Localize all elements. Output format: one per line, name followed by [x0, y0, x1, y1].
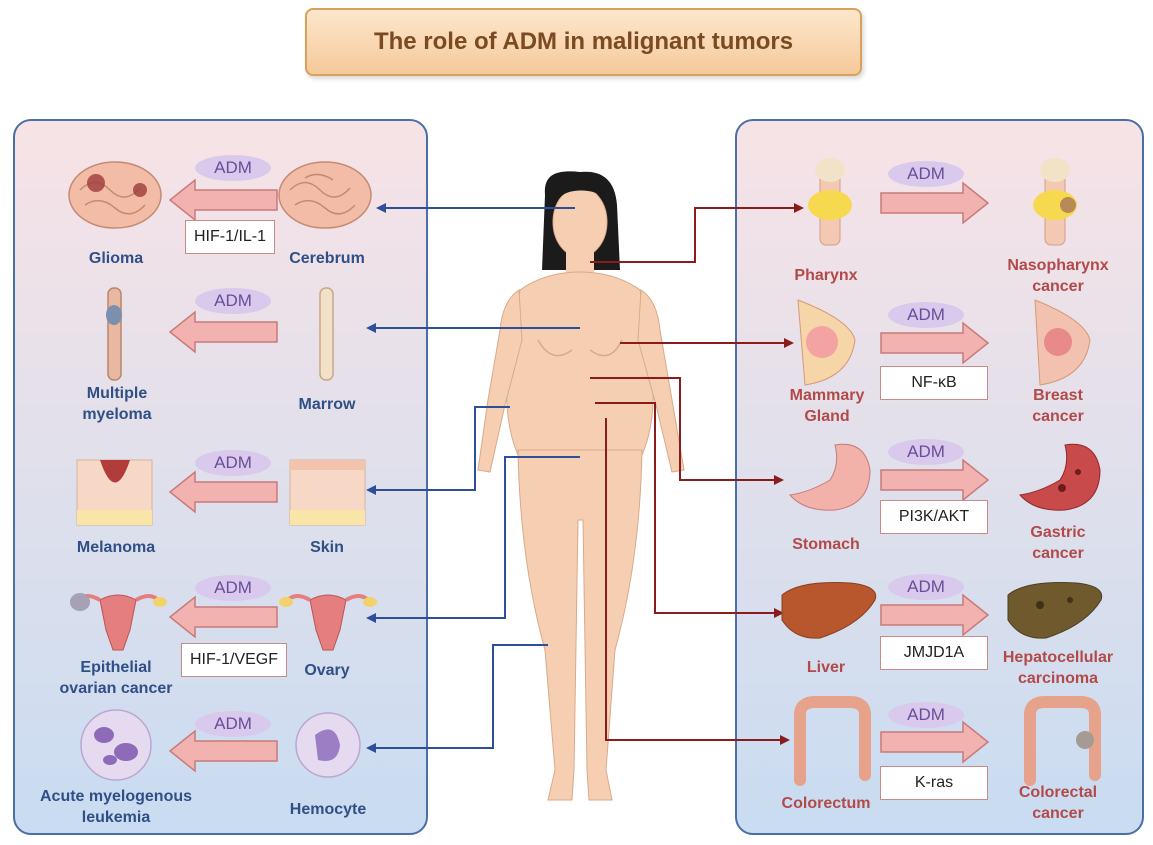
source-label-marrow: Marrow [298, 396, 356, 413]
tumor-label-colorectal-cancer: Colorectal cancer [1018, 784, 1098, 822]
adm-badge: ADM [888, 702, 964, 728]
ovarian-cancer-icon [70, 593, 167, 651]
breast-cancer-icon [1034, 299, 1091, 386]
tumor-label-gastric-cancer: Gastric cancer [1030, 524, 1086, 562]
adm-badge: ADM [888, 574, 964, 600]
brain-icon [278, 161, 372, 229]
source-label-colorectum: Colorectum [781, 795, 871, 812]
title-box: The role of ADM in malignant tumors [305, 8, 862, 76]
mammary-gland-icon [797, 299, 856, 386]
glioma-brain-icon [68, 161, 162, 229]
source-label-ovary: Ovary [304, 662, 350, 679]
source-label-liver: Liver [806, 659, 846, 676]
conversion-arrow [880, 181, 990, 225]
page-title: The role of ADM in malignant tumors [373, 28, 794, 55]
left-tumor-arrows [168, 178, 278, 773]
adm-badge: ADM [195, 155, 271, 181]
conversion-arrow [168, 310, 278, 354]
connector-colorectum [605, 418, 790, 745]
tumor-label-acute-myelogenous-leukemia: Acute myelogenous leukemia [39, 788, 193, 826]
tumor-label-epithelial-ovarian-cancer: Epithelial ovarian cancer [59, 659, 173, 697]
right-tumor-arrows [880, 181, 990, 764]
connector-ovary [366, 456, 580, 623]
connector-stomach [590, 377, 784, 485]
conversion-arrow [168, 178, 278, 222]
adm-badge: ADM [195, 450, 271, 476]
adm-badge: ADM [888, 439, 964, 465]
colorectal-cancer-icon [1024, 696, 1101, 786]
tumor-label-melanoma: Melanoma [76, 539, 156, 556]
adm-badge: ADM [888, 161, 964, 187]
adm-badge: ADM [195, 288, 271, 314]
left-connectors [366, 203, 580, 753]
source-label-hemocyte: Hemocyte [289, 801, 367, 818]
factor-box-nfkb: NF-κB [880, 366, 988, 400]
connector-hemocyte [366, 644, 548, 753]
hepatocellular-carcinoma-icon [1007, 582, 1103, 639]
bone-icon [319, 287, 334, 381]
connector-pharynx [590, 203, 804, 263]
conversion-arrow [880, 720, 990, 764]
stomach-icon [789, 443, 871, 511]
conversion-arrow [168, 595, 278, 639]
myeloma-bone-icon [106, 287, 122, 381]
blood-cell-icon [295, 712, 361, 778]
melanoma-tissue-icon [76, 459, 153, 526]
thyroid-pharynx-icon [808, 158, 852, 246]
tumor-label-hepatocellular-carcinoma: Hepatocellular carcinoma [1002, 649, 1114, 687]
source-label-skin: Skin [310, 539, 344, 556]
liver-icon [781, 582, 877, 639]
nasopharynx-cancer-icon [1033, 158, 1077, 246]
tumor-label-multiple-myeloma: Multiple myeloma [82, 385, 152, 423]
source-label-pharynx: Pharynx [794, 267, 858, 284]
tumor-label-nasopharynx-cancer: Nasopharynx cancer [1007, 257, 1109, 295]
factor-box-hif1-il1: HIF-1/IL-1 [184, 220, 276, 254]
conversion-arrow [880, 458, 990, 502]
right-connectors [590, 203, 804, 745]
human-figure [477, 171, 685, 801]
factor-box-k-ras: K-ras [880, 766, 988, 800]
tumor-label-glioma: Glioma [88, 250, 144, 267]
conversion-arrow [168, 470, 278, 514]
uterus-ovary-icon [279, 594, 377, 651]
adm-badge: ADM [888, 302, 964, 328]
colon-icon [794, 696, 871, 786]
factor-box-jmjd1a: JMJD1A [880, 636, 988, 670]
source-label-stomach: Stomach [792, 536, 860, 553]
factor-box-pi3k-akt: PI3K/AKT [880, 500, 988, 534]
connector-skin [366, 406, 510, 495]
factor-box-hif1-vegf: HIF-1/VEGF [180, 643, 288, 677]
conversion-arrow [880, 321, 990, 365]
conversion-arrow [880, 593, 990, 637]
skin-tissue-icon [289, 459, 366, 526]
leukemia-cell-icon [80, 709, 152, 781]
conversion-arrow [168, 729, 278, 773]
connector-liver [595, 402, 784, 618]
gastric-cancer-icon [1019, 443, 1101, 511]
adm-badge: ADM [195, 575, 271, 601]
source-label-cerebrum: Cerebrum [289, 250, 365, 267]
tumor-label-breast-cancer: Breast cancer [1032, 387, 1084, 425]
adm-badge: ADM [195, 711, 271, 737]
source-label-mammary-gland: Mammary Gland [789, 387, 865, 425]
